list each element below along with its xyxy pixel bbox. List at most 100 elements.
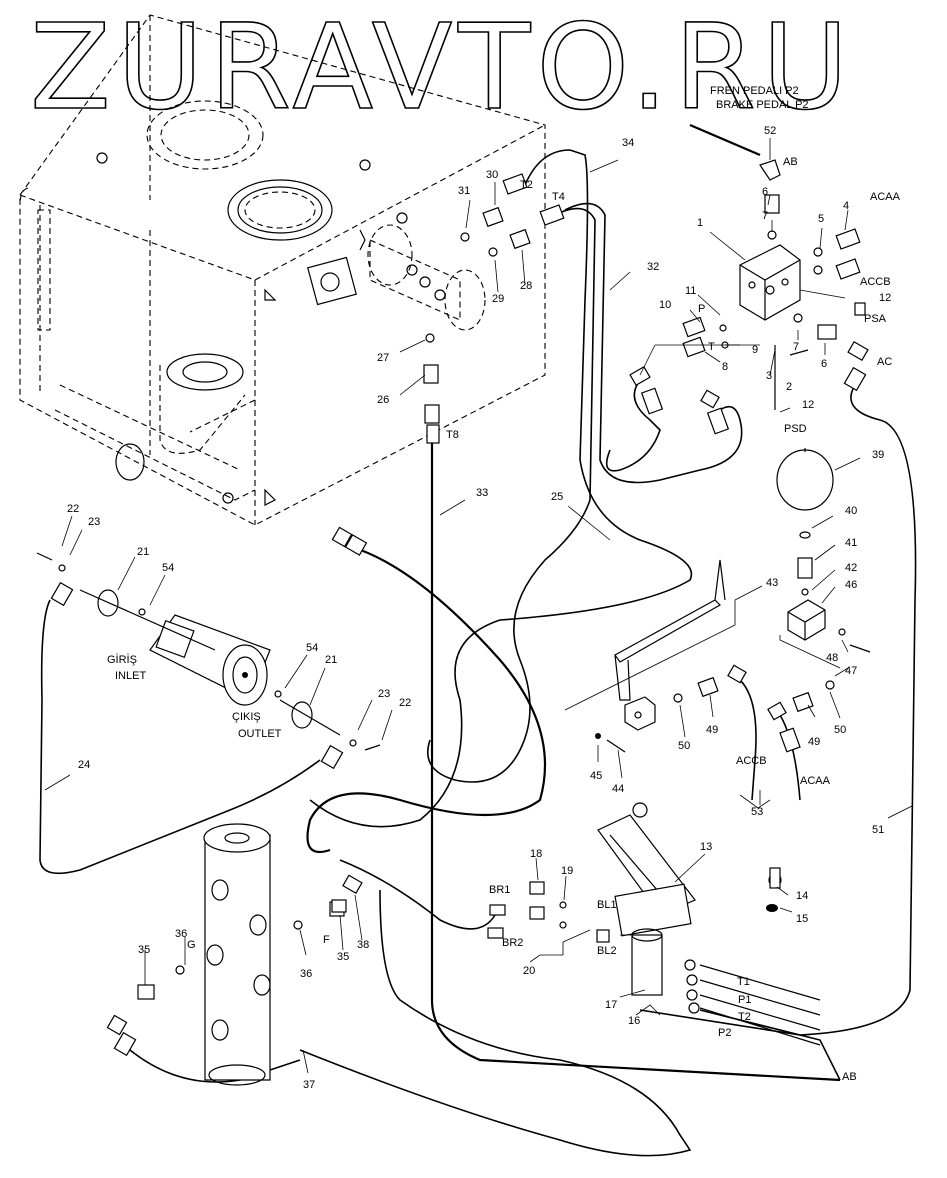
hose-BR1 <box>339 859 496 930</box>
hose-ACCB <box>739 679 757 801</box>
hose-33 <box>430 440 841 1082</box>
callout: 28 <box>520 280 532 292</box>
callout: 13 <box>700 841 712 853</box>
callout: 49 <box>706 724 718 736</box>
callout: 50 <box>678 740 690 752</box>
callout: 32 <box>647 261 659 273</box>
hose-37-loop <box>299 889 692 1157</box>
callout: 6 <box>821 358 827 370</box>
callout: 22 <box>399 697 411 709</box>
port-label: T2 <box>520 179 533 191</box>
leader-lines <box>44 138 913 1074</box>
port-label: G <box>187 939 196 951</box>
callout: 16 <box>628 1015 640 1027</box>
callout: 29 <box>492 293 504 305</box>
callout: 25 <box>551 491 563 503</box>
callout: 21 <box>325 654 337 666</box>
callout: 10 <box>659 299 671 311</box>
callout: 54 <box>306 642 318 654</box>
pump <box>36 552 381 751</box>
callout: 39 <box>872 449 884 461</box>
port-label: BR2 <box>502 937 523 949</box>
hose-37 <box>129 1049 301 1083</box>
hose-52 <box>689 123 761 157</box>
hoses <box>39 123 917 1157</box>
watermark: ZURAVTO.RU <box>30 0 854 136</box>
hose-51 <box>639 384 917 1036</box>
hydraulic-tank <box>19 14 546 526</box>
callout: 50 <box>834 724 846 736</box>
callout: 7 <box>762 210 768 222</box>
callout: 9 <box>752 344 758 356</box>
callout: 44 <box>612 783 624 795</box>
pedal-caption-en: BRAKE PEDAL P2 <box>716 99 809 111</box>
callout: 5 <box>818 213 824 225</box>
callout: 45 <box>590 770 602 782</box>
port-label: P2 <box>718 1027 731 1039</box>
callout: 46 <box>845 579 857 591</box>
callout: 42 <box>845 562 857 574</box>
callout: 15 <box>796 913 808 925</box>
callout: 8 <box>722 361 728 373</box>
hose-ACAA <box>779 714 801 801</box>
callout: 38 <box>357 939 369 951</box>
callout: 26 <box>377 394 389 406</box>
port-label: T8 <box>446 429 459 441</box>
callout: 52 <box>764 125 776 137</box>
port-label: ACAA <box>800 775 831 787</box>
callout: 4 <box>843 200 849 212</box>
callout: 7 <box>793 341 799 353</box>
callout: 30 <box>486 169 498 181</box>
port-label: AB <box>842 1071 857 1083</box>
callout: 31 <box>458 185 470 197</box>
port-label: F <box>323 934 330 946</box>
port-label: BR1 <box>489 884 510 896</box>
callout: 54 <box>162 562 174 574</box>
callout: 35 <box>337 951 349 963</box>
callout: 51 <box>872 824 884 836</box>
port-label: T2 <box>738 1011 751 1023</box>
callout: 24 <box>78 759 90 771</box>
callout: 22 <box>67 503 79 515</box>
outlet-label-en: OUTLET <box>238 728 282 740</box>
callout: 3 <box>766 370 772 382</box>
port-label: PSD <box>784 423 807 435</box>
port-label: P1 <box>738 994 751 1006</box>
inlet-label-en: INLET <box>115 670 146 682</box>
port-label: BL2 <box>597 945 617 957</box>
callout: 43 <box>766 577 778 589</box>
port-label: T1 <box>737 976 750 988</box>
callout: 17 <box>605 999 617 1011</box>
port-label: T4 <box>552 191 565 203</box>
hose-25 <box>427 207 596 783</box>
callout: 37 <box>303 1079 315 1091</box>
hose-24 <box>39 599 321 875</box>
text-labels: FREN PEDALI P2 BRAKE PEDAL P2 GİRİŞ INLE… <box>67 85 901 1091</box>
hose-pump-outlet <box>306 546 547 853</box>
callout: 12 <box>802 399 814 411</box>
callout: 36 <box>175 928 187 940</box>
callout: 19 <box>561 865 573 877</box>
brake-valve-block <box>682 159 869 410</box>
return-manifold <box>367 224 486 331</box>
callout: 48 <box>826 652 838 664</box>
port-label: ACAA <box>870 191 901 203</box>
callout: 6 <box>762 186 768 198</box>
callout: 34 <box>622 137 634 149</box>
hose-32 <box>564 202 743 484</box>
callout: 27 <box>377 352 389 364</box>
port-label: AB <box>783 156 798 168</box>
callout: 33 <box>476 487 488 499</box>
port-label: AC <box>877 356 892 368</box>
callout: 1 <box>697 217 703 229</box>
callout: 21 <box>137 546 149 558</box>
brake-pedal <box>487 802 821 1046</box>
callout: 47 <box>845 665 857 677</box>
steering-valve <box>137 823 363 1086</box>
inlet-label-tr: GİRİŞ <box>107 653 137 666</box>
callout: 40 <box>845 505 857 517</box>
callout: 2 <box>786 381 792 393</box>
port-label: BL1 <box>597 899 617 911</box>
port-label: T <box>708 341 715 353</box>
